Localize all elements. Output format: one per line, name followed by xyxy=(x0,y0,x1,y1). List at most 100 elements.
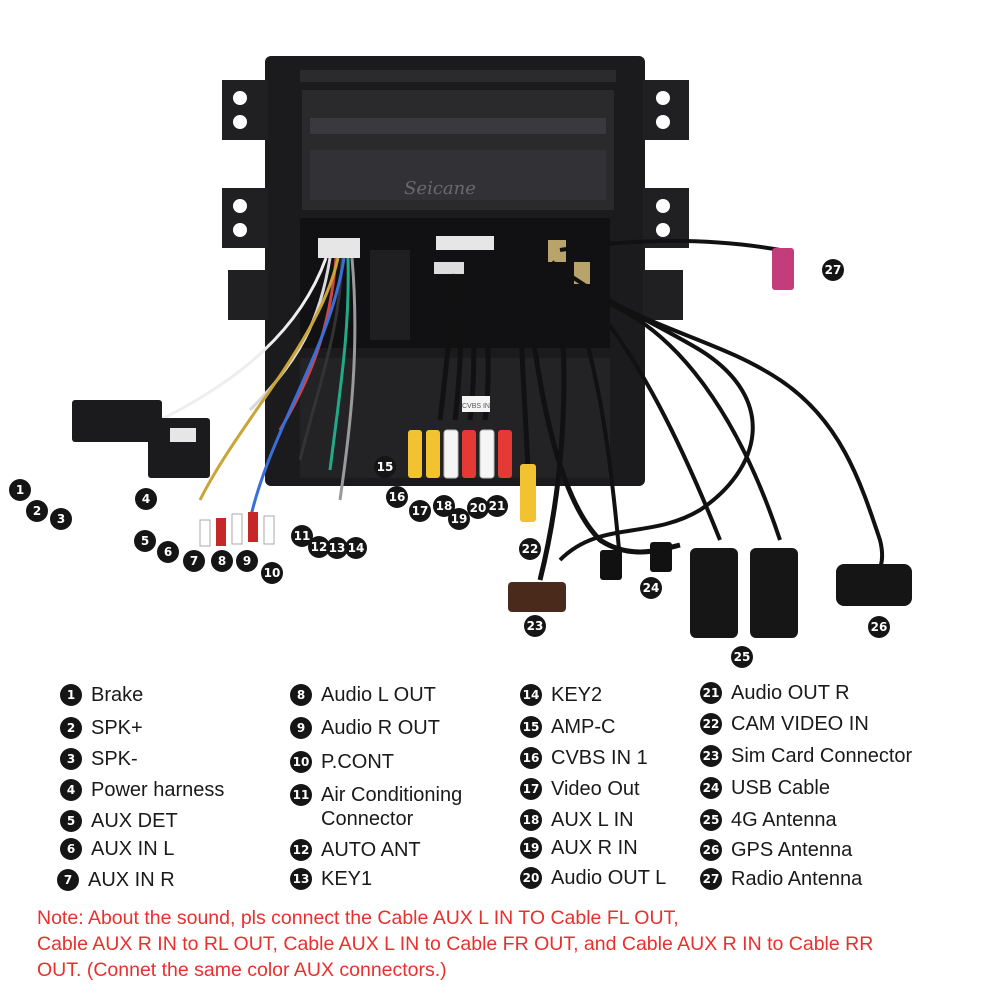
4g-antenna-left xyxy=(690,548,738,638)
callout-1-circle xyxy=(9,479,31,501)
callout-9-number: 9 xyxy=(243,554,251,568)
callout-14-circle xyxy=(345,537,367,559)
callout-5-number: 5 xyxy=(141,534,149,548)
callout-23-number: 23 xyxy=(527,619,544,633)
legend-label-5: AUX DET xyxy=(91,810,178,832)
callout-4-number: 4 xyxy=(142,492,150,506)
callout-2-circle xyxy=(26,500,48,522)
power-harness-box xyxy=(72,400,162,442)
callout-24-circle xyxy=(640,577,662,599)
legend-label-13: KEY1 xyxy=(321,868,373,890)
note-line-1: Note: About the sound, pls connect the C… xyxy=(37,907,679,929)
legend-number-18: 18 xyxy=(520,809,542,831)
callout-24-number: 24 xyxy=(643,581,660,595)
legend-item-21: 21 Audio OUT R xyxy=(700,681,850,705)
legend-number-1: 1 xyxy=(60,684,82,706)
note: Note: About the sound, pls connect the C… xyxy=(37,905,982,983)
usb-plug xyxy=(600,550,622,580)
4g-antenna-right xyxy=(750,548,798,638)
callout-18-circle xyxy=(433,495,455,517)
legend-number-4: 4 xyxy=(60,779,82,801)
legend-number-16: 16 xyxy=(520,747,542,769)
legend-item-11: 11 Air Conditioning Connector xyxy=(290,783,462,831)
callout-16-circle xyxy=(386,486,408,508)
legend-label-20: Audio OUT L xyxy=(551,867,667,889)
callout-4-circle xyxy=(135,488,157,510)
legend-number-3: 3 xyxy=(60,748,82,770)
legend-number-27: 27 xyxy=(700,868,722,890)
head-unit: Seicane xyxy=(222,56,689,486)
callout-5-circle xyxy=(134,530,156,552)
callout-7-circle xyxy=(183,550,205,572)
legend-label-22: CAM VIDEO IN xyxy=(731,713,869,735)
legend-number-8: 8 xyxy=(290,684,312,706)
legend-label-11: Air Conditioning Connector xyxy=(321,784,463,830)
callout-12-circle xyxy=(308,536,330,558)
legend-item-14: 14 KEY2 xyxy=(520,683,602,707)
callout-27-circle xyxy=(822,259,844,281)
callout-14-number: 14 xyxy=(348,541,365,555)
legend-label-3: SPK- xyxy=(91,748,138,770)
callout-8-circle xyxy=(211,550,233,572)
callout-20-circle xyxy=(467,497,489,519)
legend-number-24: 24 xyxy=(700,777,722,799)
legend-label-23: Sim Card Connector xyxy=(731,745,913,767)
callout-17-number: 17 xyxy=(412,504,429,518)
legend-number-21: 21 xyxy=(700,682,722,704)
legend-number-17: 17 xyxy=(520,778,542,800)
legend-number-26: 26 xyxy=(700,839,722,861)
legend-number-5: 5 xyxy=(60,810,82,832)
legend-number-11: 11 xyxy=(290,784,312,806)
legend-item-1: 1 Brake xyxy=(60,683,143,707)
callout-17-circle xyxy=(409,500,431,522)
callout-6-circle xyxy=(157,541,179,563)
callout-26-number: 26 xyxy=(871,620,888,634)
legend-label-16: CVBS IN 1 xyxy=(551,747,648,769)
gps-antenna xyxy=(836,564,912,606)
callout-25-circle xyxy=(731,646,753,668)
callout-13-circle xyxy=(326,537,348,559)
callout-11-number: 11 xyxy=(294,529,311,543)
legend-label-25: 4G Antenna xyxy=(731,809,837,831)
note-line-3: OUT. (Connet the same color AUX connecto… xyxy=(37,959,447,981)
legend-number-12: 12 xyxy=(290,839,312,861)
legend-label-10: P.CONT xyxy=(321,751,394,773)
note-line-2: Cable AUX R IN to RL OUT, Cable AUX L IN… xyxy=(37,933,874,955)
callout-13-number: 13 xyxy=(329,541,346,555)
rca-plugs-middle: CVBS IN xyxy=(408,396,536,522)
legend-label-1: Brake xyxy=(91,684,144,706)
callout-19-circle xyxy=(448,508,470,530)
callout-16-number: 16 xyxy=(389,490,406,504)
callout-12-number: 12 xyxy=(311,540,328,554)
callout-20-number: 20 xyxy=(470,501,487,515)
legend-number-6: 6 xyxy=(60,838,82,860)
brand-logo: Seicane xyxy=(404,178,476,199)
cvbs-tag-label: CVBS IN xyxy=(462,403,490,410)
callout-25-number: 25 xyxy=(734,650,751,664)
callout-19-number: 19 xyxy=(451,512,468,526)
callout-7-number: 7 xyxy=(190,554,198,568)
callout-26-circle xyxy=(868,616,890,638)
callout-3-number: 3 xyxy=(57,512,65,526)
callout-9-circle xyxy=(236,550,258,572)
legend-label-14: KEY2 xyxy=(551,684,603,706)
legend-number-14: 14 xyxy=(520,684,542,706)
legend-label-21: Audio OUT R xyxy=(731,682,850,704)
legend-number-15: 15 xyxy=(520,716,542,738)
callout-21-number: 21 xyxy=(489,499,506,513)
legend-label-9: Audio R OUT xyxy=(321,717,440,739)
radio-antenna-connector xyxy=(772,248,794,290)
